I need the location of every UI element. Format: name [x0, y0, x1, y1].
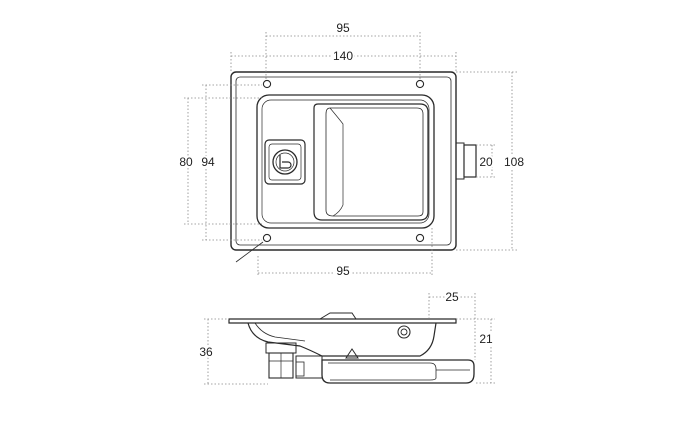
dim-top-95: 95 [336, 21, 350, 35]
lock-cylinder [264, 139, 306, 185]
dim-right-108: 108 [504, 155, 524, 169]
dim-right-20: 20 [479, 155, 493, 169]
dim-side-21: 21 [479, 332, 493, 346]
dim-left-94: 94 [201, 155, 215, 169]
front-view [230, 71, 477, 263]
handle-paddle [313, 103, 429, 221]
side-dimensions: 25 21 36 [197, 288, 495, 385]
side-pivot [397, 325, 411, 339]
inner-recess [256, 94, 435, 229]
dim-side-36: 36 [199, 345, 213, 359]
side-flange [228, 318, 457, 324]
front-dimensions: 95 140 95 80 94 20 108 [177, 21, 526, 280]
side-view [228, 312, 475, 384]
side-lock-barrel [265, 342, 323, 379]
latch-bolt [455, 142, 477, 180]
dim-side-25: 25 [445, 290, 459, 304]
side-body [247, 322, 437, 357]
dim-left-80: 80 [179, 155, 193, 169]
mounting-holes [262, 79, 425, 243]
side-handle-tray [321, 359, 475, 384]
dim-top-140: 140 [333, 49, 353, 63]
dim-bottom-95: 95 [336, 264, 350, 278]
